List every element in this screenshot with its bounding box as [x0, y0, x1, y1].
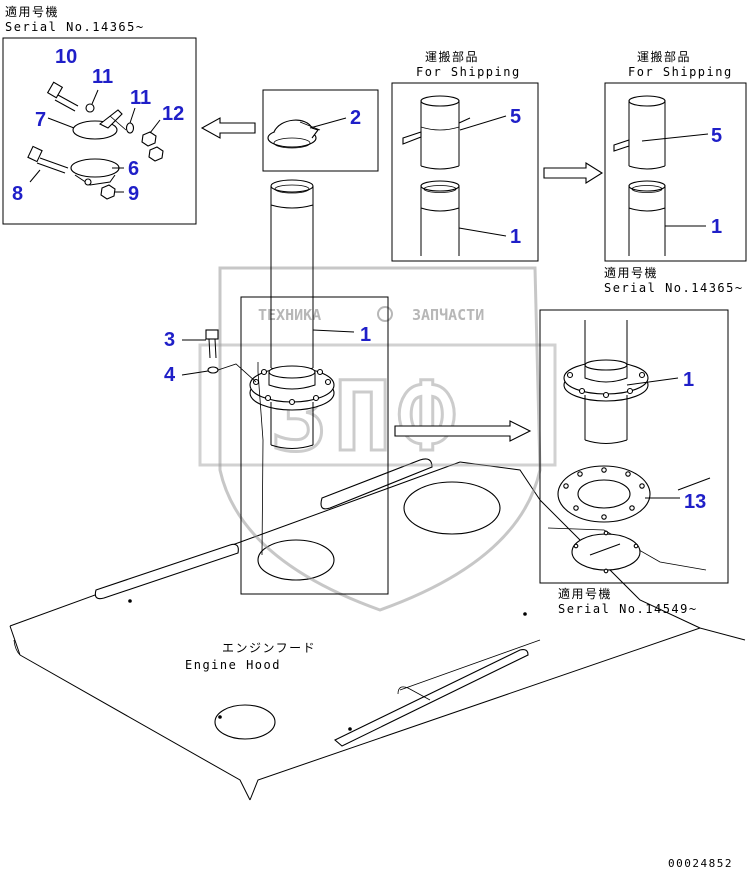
washer-part: [125, 122, 135, 134]
bolt-part: [46, 81, 79, 112]
bolt-part: [27, 145, 69, 174]
callout-4: 4: [164, 364, 176, 386]
note-shipping-en-2: For Shipping: [628, 65, 733, 79]
detail-box-clamp: [2, 37, 197, 225]
callout-2: 2: [350, 107, 361, 129]
note-applicable-jp-topleft: 適用号機: [5, 4, 59, 19]
callout-7: 7: [35, 109, 46, 131]
detail-box-shipping-2: [604, 82, 747, 262]
note-shipping-jp-2: 運搬部品: [637, 49, 691, 64]
gasket-part: [557, 465, 651, 523]
note-serial-topleft: Serial No.14365~: [5, 20, 145, 34]
callout-1: 1: [360, 324, 371, 346]
arrow-right: [543, 162, 604, 184]
hood-opening-part: [547, 527, 707, 574]
detail-box-shipping-1: [391, 82, 539, 262]
washer-part: [85, 103, 95, 113]
strap-part: [402, 117, 471, 145]
note-serial-right: Serial No.14365~: [604, 281, 744, 295]
callout-13: 13: [684, 491, 706, 513]
exhaust-pipe-part: [563, 320, 649, 444]
exhaust-pipe-part: [249, 179, 335, 449]
callout-5: 5: [510, 106, 521, 128]
pipe-bottom-part: [420, 180, 460, 256]
note-applicable-jp-right: 適用号機: [604, 265, 658, 280]
pipe-bottom-part: [628, 180, 666, 256]
washer-part: [207, 366, 219, 374]
pipe-top-part: [420, 95, 460, 170]
rain-cap-part: [267, 119, 321, 149]
main-assembly-box: [240, 296, 389, 595]
pipe-top-part: [628, 95, 666, 170]
clamp-part: [70, 158, 120, 186]
callout-11: 11: [130, 87, 151, 109]
callout-9: 9: [128, 183, 139, 205]
bolt-part: [205, 329, 219, 359]
nut-part: [100, 184, 116, 200]
arrow-right: [394, 420, 532, 442]
callout-11: 11: [92, 66, 113, 88]
callout-12: 12: [162, 103, 184, 125]
detail-box-gasket: [539, 309, 729, 584]
callout-6: 6: [128, 158, 139, 180]
drawing-number: 00024852: [668, 857, 733, 870]
callout-1: 1: [711, 216, 722, 238]
watermark-text-left: ТЕХНИКА: [258, 306, 321, 324]
note-applicable-jp-bottom: 適用号機: [558, 586, 612, 601]
engine-hood: [9, 458, 746, 801]
callout-8: 8: [12, 183, 23, 205]
callout-10: 10: [55, 46, 77, 68]
detail-box-cap: [262, 89, 379, 172]
nut-part: [141, 131, 164, 162]
callout-5: 5: [711, 125, 722, 147]
clamp-part: [72, 109, 127, 140]
callout-1: 1: [683, 369, 694, 391]
note-shipping-en-1: For Shipping: [416, 65, 521, 79]
note-hood-en: Engine Hood: [185, 658, 281, 672]
note-serial-bottom: Serial No.14549~: [558, 602, 698, 616]
arrow-left: [200, 117, 256, 139]
gear-icon: [377, 306, 393, 322]
strap-part: [613, 139, 630, 152]
note-hood-jp: エンジンフード: [222, 641, 316, 655]
callout-3: 3: [164, 329, 175, 351]
watermark-text-right: ЗАПЧАСТИ: [412, 306, 484, 324]
callout-1: 1: [510, 226, 521, 248]
note-shipping-jp-1: 運搬部品: [425, 49, 479, 64]
